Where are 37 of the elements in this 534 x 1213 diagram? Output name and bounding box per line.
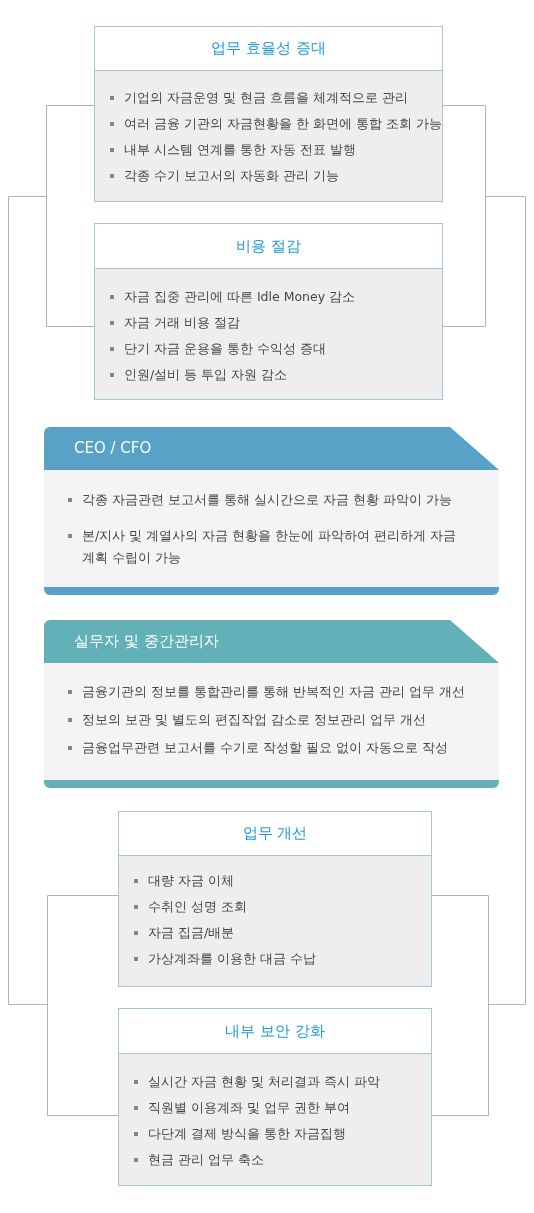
list-item: 내부 시스템 연계를 통한 자동 전표 발행 — [124, 141, 357, 159]
heading: 비용 절감 — [95, 224, 442, 269]
heading: 업무 효율성 증대 — [95, 27, 442, 71]
list-item: 실시간 자금 현황 및 처리결과 즉시 파악 — [148, 1073, 381, 1091]
list-item: 자금 집금/배분 — [148, 924, 236, 942]
list-item: 기업의 자금운영 및 현금 흐름을 체계적으로 관리 — [124, 89, 409, 107]
panel-heading: CEO / CFO — [44, 427, 499, 470]
list-item: 각종 자금관련 보고서를 통해 실시간으로 자금 현황 파악이 가능 — [82, 491, 453, 509]
heading: 내부 보안 강화 — [119, 1009, 431, 1054]
heading: 업무 개선 — [119, 812, 431, 856]
info-box — [118, 1008, 432, 1186]
panel-heading: 실무자 및 중간관리자 — [44, 620, 499, 663]
list-item: 정보의 보관 및 별도의 편집작업 감소로 정보관리 업무 개선 — [82, 711, 427, 729]
info-box — [94, 26, 443, 202]
info-box — [118, 811, 432, 987]
list-item: 다단계 결제 방식을 통한 자금집행 — [148, 1125, 347, 1143]
list-item: 현금 관리 업무 축소 — [148, 1151, 265, 1169]
list-item: 직원별 이용계좌 및 업무 권한 부여 — [148, 1099, 351, 1117]
list-item: 금융기관의 정보를 통합관리를 통해 반복적인 자금 관리 업무 개선 — [82, 683, 466, 701]
connector-line — [47, 895, 119, 1116]
list-item: 각종 수기 보고서의 자동화 관리 기능 — [124, 167, 340, 185]
role-panel — [44, 620, 499, 788]
list-item: 자금 거래 비용 절감 — [124, 314, 241, 332]
list-item: 여러 금융 기관의 자금현황을 한 화면에 통합 조회 가능 — [124, 115, 442, 133]
list-item: 수취인 성명 조회 — [148, 898, 248, 916]
list-item: 인원/설비 등 투입 자원 감소 — [124, 366, 289, 384]
list-item: 단기 자금 운용을 통한 수익성 증대 — [124, 340, 327, 358]
list-item: 금융업무관련 보고서를 수기로 작성할 필요 없이 자동으로 작성 — [82, 739, 449, 757]
role-panel — [44, 427, 499, 595]
list-item: 본/지사 및 계열사의 자금 현황을 한눈에 파악하여 편리하게 자금 계획 수립이 가능 — [82, 527, 457, 567]
connector-line — [431, 895, 489, 1116]
connector-line — [442, 105, 486, 327]
connector-line — [46, 105, 95, 327]
list-item: 자금 집중 관리에 따른 Idle Money 감소 — [124, 288, 357, 306]
list-item: 가상계좌를 이용한 대금 수납 — [148, 950, 317, 968]
list-item: 대량 자금 이체 — [148, 872, 235, 890]
info-box — [94, 223, 443, 400]
